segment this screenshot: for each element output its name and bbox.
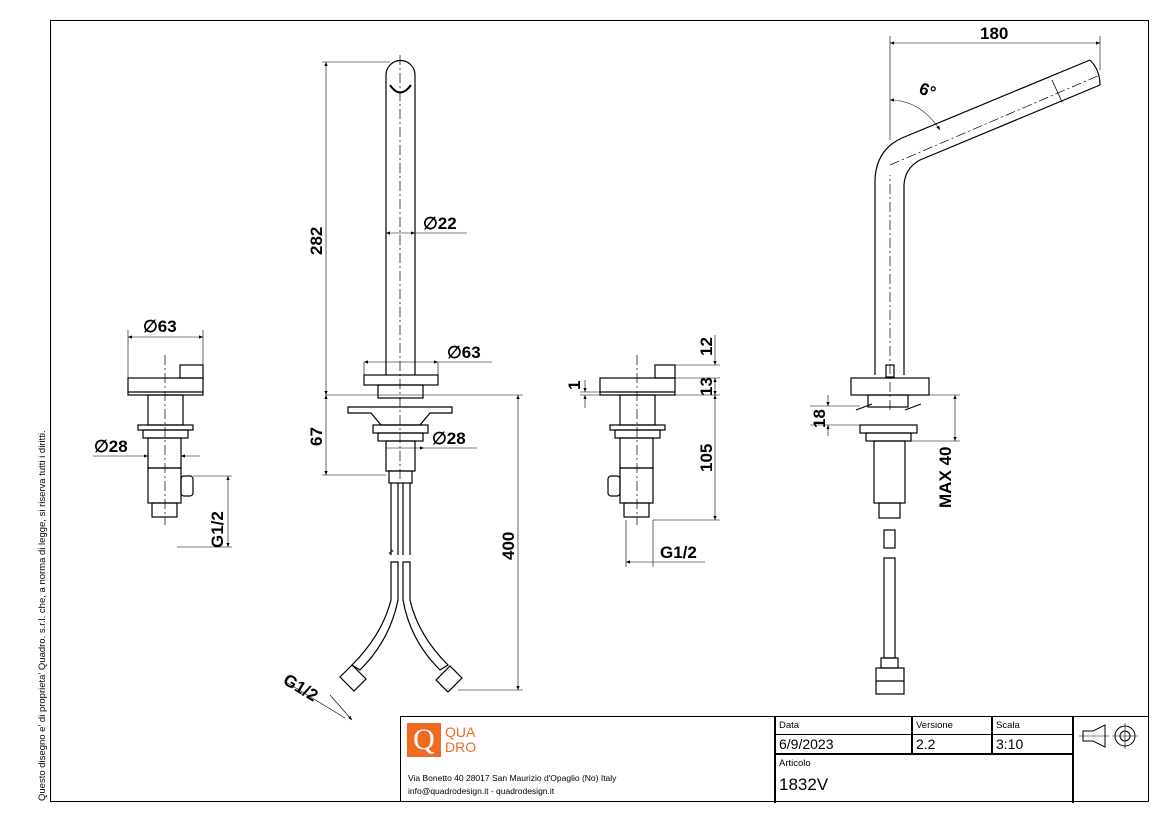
articolo-label: Articolo	[779, 758, 811, 769]
dim-105: 105	[697, 444, 716, 472]
title-block: Q QUA DRO Via Bonetto 40 28017 San Mauri…	[400, 716, 1149, 803]
dim-400: 400	[499, 532, 518, 560]
dim-d28-left: ∅28	[94, 437, 128, 456]
tb-divider	[774, 717, 776, 803]
articolo-value: 1832V	[779, 775, 829, 794]
company-address: Via Bonetto 40 28017 San Maurizio d'Opag…	[408, 773, 617, 783]
dim-1: 1	[565, 381, 584, 390]
dim-max40: MAX 40	[936, 447, 955, 508]
data-label: Data	[779, 720, 800, 731]
tb-divider	[1072, 717, 1074, 803]
scala-value: 3:10	[996, 736, 1024, 752]
dim-67: 67	[307, 427, 326, 446]
left-valve-view	[93, 330, 232, 548]
quadro-logo: Q	[407, 723, 441, 757]
dim-12: 12	[697, 337, 716, 356]
dim-d22: ∅22	[423, 214, 457, 233]
tb-divider	[911, 717, 913, 753]
dim-13: 13	[697, 377, 716, 396]
right-valve-view	[580, 335, 720, 567]
dim-angle: 6°	[917, 79, 939, 102]
dim-180: 180	[980, 24, 1008, 43]
versione-label: Versione	[916, 720, 953, 731]
side-profile-view	[810, 36, 1101, 695]
logo-text-line2: DRO	[445, 739, 477, 755]
scala-label: Scala	[996, 720, 1020, 731]
logo-text-line1: QUA	[445, 724, 476, 740]
dim-g12-left: G1/2	[208, 511, 227, 548]
data-value: 6/9/2023	[779, 736, 834, 752]
dim-d63-left: ∅63	[143, 317, 177, 336]
center-spout-view	[285, 55, 523, 721]
dim-d28-center: ∅28	[432, 429, 466, 448]
company-contact: info@quadrodesign.it - quadrodesign.it	[408, 786, 555, 796]
dim-282: 282	[307, 227, 326, 255]
projection-symbol-icon	[1079, 723, 1138, 749]
dim-d63-center: ∅63	[447, 343, 481, 362]
dim-g12-right: G1/2	[660, 543, 697, 562]
tb-divider	[991, 717, 993, 753]
dim-18: 18	[810, 409, 829, 428]
versione-value: 2.2	[916, 736, 936, 752]
drawing-frame	[50, 20, 1149, 802]
tb-divider	[774, 734, 1072, 735]
tb-divider	[774, 753, 1072, 755]
dim-g12-hose: G1/2	[280, 670, 321, 705]
